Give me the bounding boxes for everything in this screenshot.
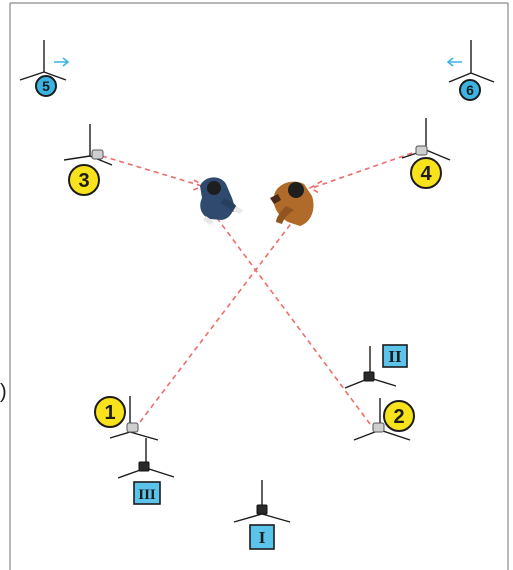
marker-4-label: 4	[420, 163, 432, 185]
sightline-2-to-left-person	[213, 213, 371, 425]
marker-II: II	[382, 344, 408, 368]
marker-I-label: I	[259, 528, 266, 547]
marker-6-label: 6	[466, 82, 474, 98]
marker-1: 1	[94, 396, 126, 428]
arrowhead-4	[308, 180, 323, 195]
marker-III-label: III	[138, 487, 156, 503]
tripod-1	[109, 396, 159, 441]
marker-3: 3	[68, 164, 100, 196]
tripod-I	[233, 480, 291, 523]
marker-III: III	[133, 481, 161, 505]
person-right-head	[288, 182, 304, 198]
person-right-hand	[270, 194, 281, 204]
sightline-3-to-left-person	[101, 155, 203, 187]
camera-II	[363, 371, 375, 382]
edge-mark: )	[0, 381, 7, 403]
tripod-III	[117, 438, 175, 479]
camera-2	[372, 422, 385, 433]
sightline-4-to-right-person	[311, 152, 413, 189]
person-left-arm	[220, 198, 238, 212]
person-right	[270, 181, 314, 226]
marker-5-label: 5	[42, 78, 50, 94]
camera-III	[138, 461, 150, 472]
tripod-2	[353, 398, 411, 441]
camera-1	[126, 422, 139, 433]
marker-I: I	[249, 524, 275, 550]
person-left	[200, 177, 243, 225]
marker-2: 2	[383, 400, 415, 432]
arrow-left-icon	[446, 57, 462, 67]
tripod-II	[344, 346, 397, 389]
camera-4	[415, 145, 428, 156]
marker-2-label: 2	[393, 406, 404, 428]
marker-3-label: 3	[78, 170, 89, 192]
marker-6: 6	[459, 79, 481, 101]
camera-I	[256, 504, 268, 515]
marker-II-label: II	[388, 347, 402, 366]
person-left-hand	[233, 206, 243, 214]
camera-3	[91, 149, 104, 160]
person-left-head	[207, 181, 221, 195]
tripod-4	[401, 118, 451, 161]
tripod-6	[446, 40, 495, 83]
person-left-foot	[203, 216, 214, 225]
person-right-arm	[276, 206, 294, 224]
marker-5: 5	[35, 75, 57, 97]
tripod-5	[19, 40, 70, 81]
sightline-1-to-right-person	[139, 216, 297, 423]
arrow-right-icon	[54, 57, 70, 67]
tripod-3	[63, 124, 113, 166]
marker-4: 4	[410, 157, 442, 189]
marker-1-label: 1	[104, 402, 115, 424]
